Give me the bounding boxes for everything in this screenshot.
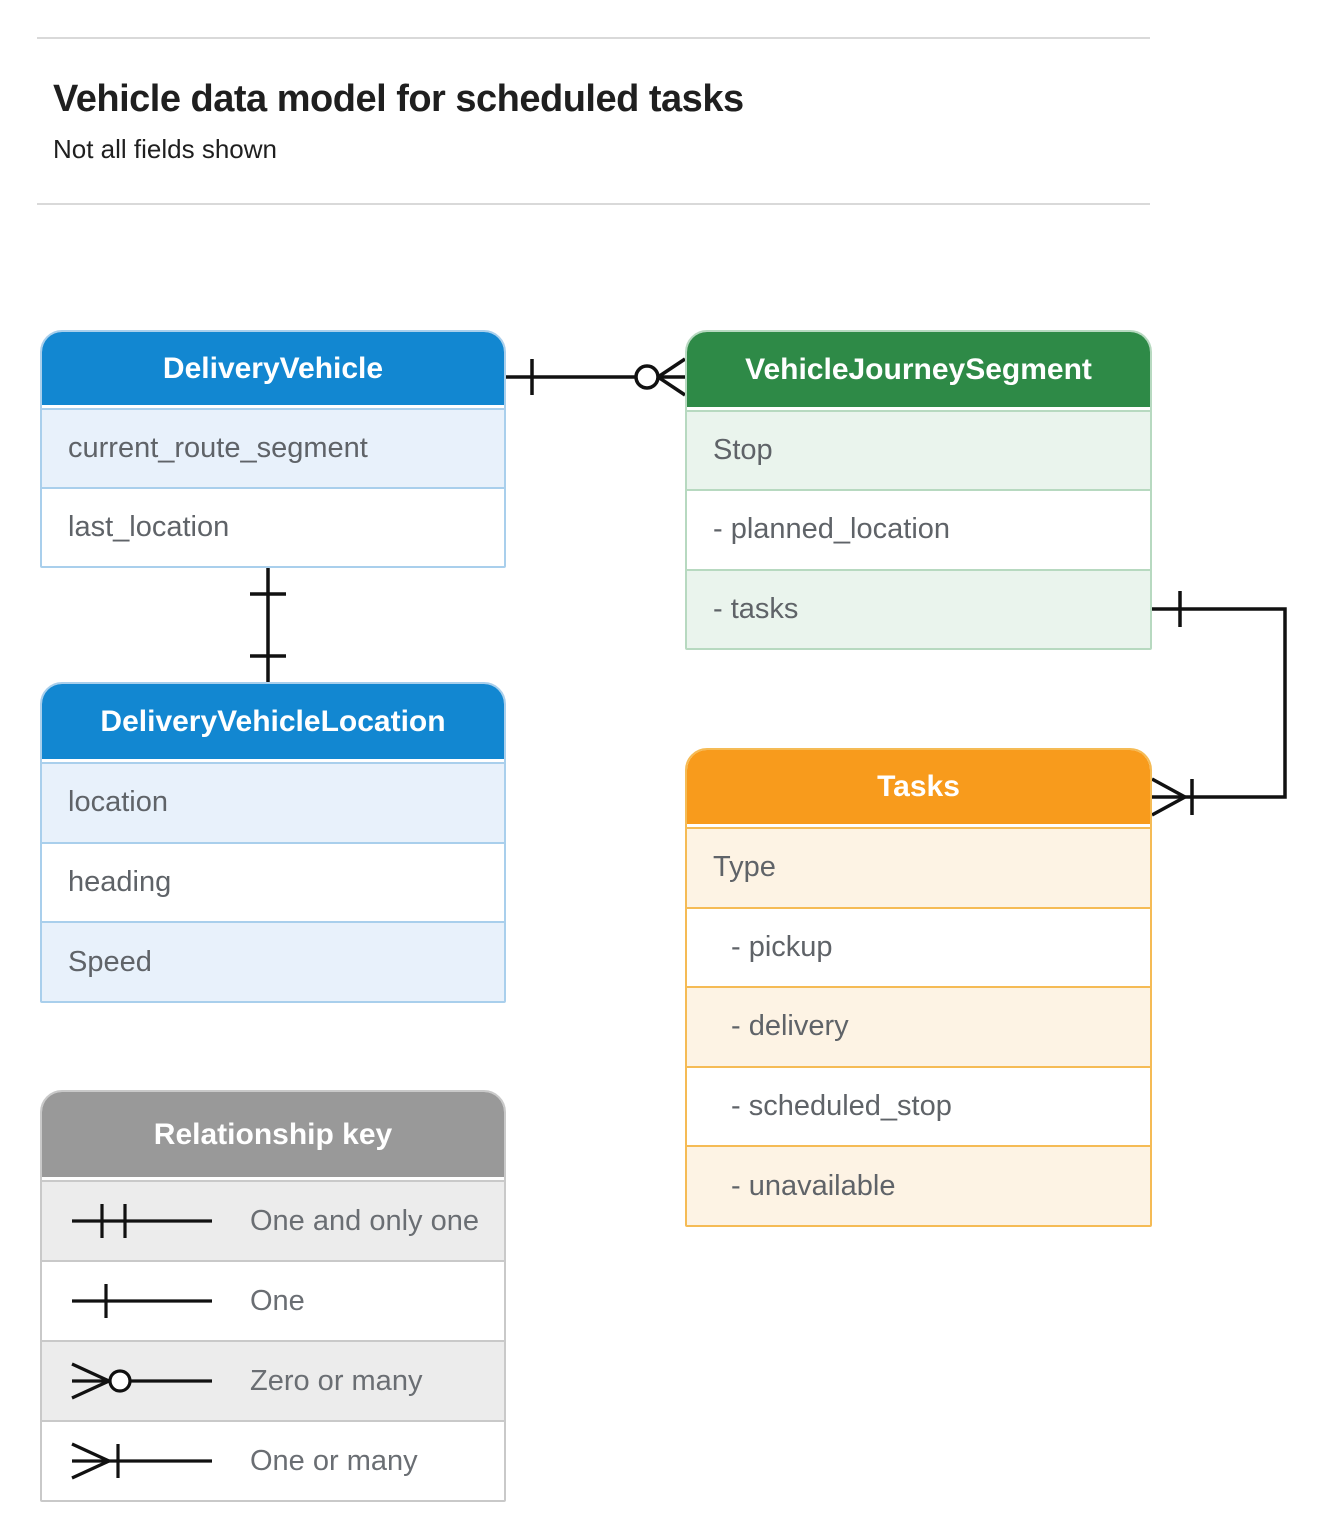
connector-deliveryvehicle-deliveryvehiclelocation (250, 568, 286, 682)
entity-delivery-vehicle: DeliveryVehicle current_route_segment la… (40, 330, 506, 568)
entity-tasks: Tasks Type - pickup - delivery - schedul… (685, 748, 1152, 1227)
field-last-location: last_location (42, 487, 504, 566)
connector-deliveryvehicle-vehiclejourneysegment (506, 357, 686, 397)
legend-label: One (250, 1284, 305, 1317)
entity-tasks-title: Tasks (687, 750, 1150, 827)
page-title: Vehicle data model for scheduled tasks (53, 78, 744, 120)
field-planned-location: - planned_location (687, 489, 1150, 569)
connector-vehiclejourneysegment-tasks (1151, 591, 1287, 817)
legend-label: One or many (250, 1444, 418, 1477)
legend-item-one-and-only-one: One and only one (42, 1180, 504, 1260)
zero-or-many-icon (71, 1362, 212, 1400)
top-divider (37, 37, 1150, 39)
entity-delivery-vehicle-location: DeliveryVehicleLocation location heading… (40, 682, 506, 1003)
one-or-many-icon (71, 1442, 212, 1480)
legend-item-one-or-many: One or many (42, 1420, 504, 1500)
relationship-key-title: Relationship key (42, 1092, 504, 1180)
field-unavailable: - unavailable (687, 1145, 1150, 1225)
field-pickup: - pickup (687, 906, 1150, 987)
field-type: Type (687, 827, 1150, 907)
field-stop: Stop (687, 410, 1150, 490)
one-and-only-one-icon (72, 1204, 212, 1238)
entity-delivery-vehicle-title: DeliveryVehicle (42, 332, 504, 408)
legend-item-one: One (42, 1260, 504, 1340)
entity-vehicle-journey-segment-title: VehicleJourneySegment (687, 332, 1150, 410)
entity-delivery-vehicle-location-title: DeliveryVehicleLocation (42, 684, 504, 762)
page-subtitle: Not all fields shown (53, 134, 277, 164)
field-speed: Speed (42, 921, 504, 1001)
field-current-route-segment: current_route_segment (42, 408, 504, 487)
legend-label: One and only one (250, 1204, 479, 1237)
field-location: location (42, 762, 504, 842)
header-divider (37, 203, 1150, 205)
relationship-key: Relationship key One and only one One (40, 1090, 506, 1502)
field-delivery: - delivery (687, 986, 1150, 1066)
field-scheduled-stop: - scheduled_stop (687, 1065, 1150, 1146)
one-icon (72, 1284, 212, 1318)
legend-item-zero-or-many: Zero or many (42, 1340, 504, 1420)
field-tasks: - tasks (687, 568, 1150, 648)
entity-vehicle-journey-segment: VehicleJourneySegment Stop - planned_loc… (685, 330, 1152, 650)
legend-label: Zero or many (250, 1364, 423, 1397)
field-heading: heading (42, 841, 504, 922)
